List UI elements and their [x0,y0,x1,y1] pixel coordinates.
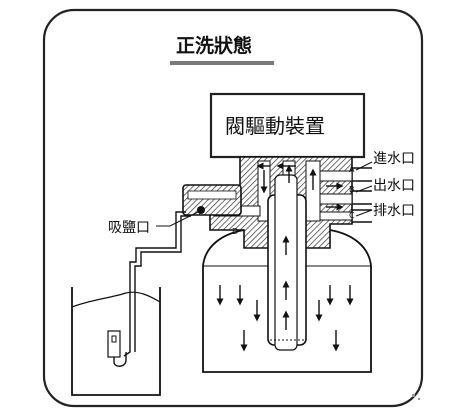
flow-arrows [216,162,354,352]
port-label-outlet: 出水口 [373,178,415,194]
title-underline [170,61,274,65]
brine-injector [182,184,242,216]
port-pipes [352,167,372,223]
port-letter-b: B [349,185,355,194]
brine-tank [71,287,161,396]
corner-marks [412,394,420,400]
diagram-title: 正洗狀態 [176,34,252,57]
riser-tube [267,174,307,351]
outer-frame [42,8,424,408]
port-label-drain: 排水口 [373,203,415,219]
brine-inlet-label: 吸鹽口 [108,220,150,236]
brine-line [123,211,186,357]
port-label-inlet: 進水口 [373,151,415,167]
port-leaders [355,161,373,217]
port-letter-a: A [349,165,355,174]
port-letter-c: C [349,211,355,220]
valve-drive-label: 閥驅動裝置 [225,114,325,138]
